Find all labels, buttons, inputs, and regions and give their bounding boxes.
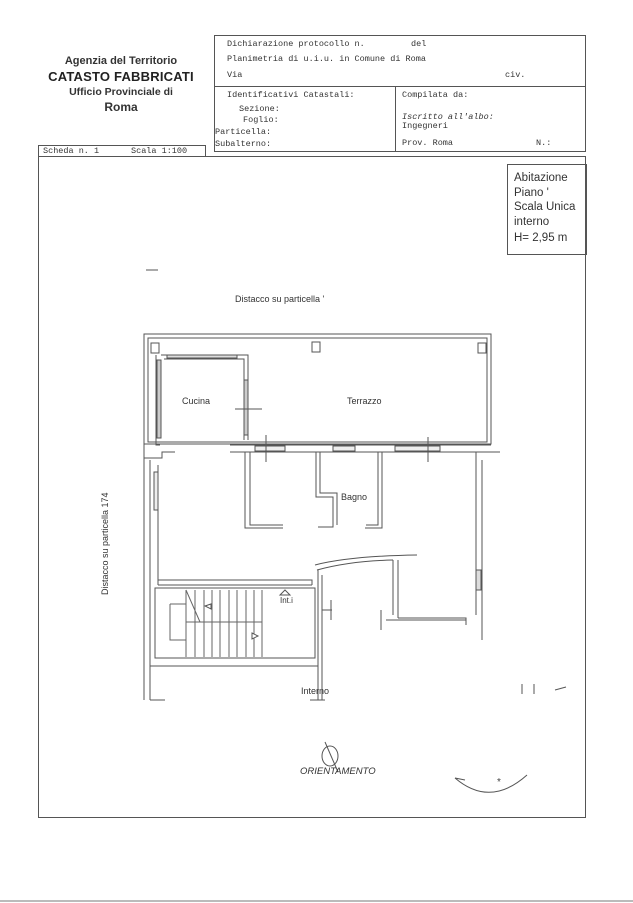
unit-info-box: Abitazione Piano ' Scala Unica interno H… (507, 164, 587, 255)
agency-name: Agenzia del Territorio (64, 55, 178, 67)
room-ingresso: Int.i (280, 596, 293, 605)
star-mark: * (497, 777, 501, 788)
declaration-box: Dichiarazione protocollo n. del Planimet… (214, 35, 586, 87)
distacco-top-label: Distacco su particella ' (235, 294, 325, 304)
unit-type: Abitazione (514, 172, 568, 184)
street-label: Via (227, 70, 243, 80)
compiled-by-label: Compilata da: (402, 90, 469, 100)
cadastral-ids-label: Identificativi Catastali: (227, 90, 355, 100)
distacco-left-label: Distacco su particella 174 (100, 492, 110, 595)
number-label: N.: (536, 138, 552, 148)
plan-frame (38, 156, 586, 818)
registered-label: Iscritto all'albo: (402, 112, 494, 122)
sheet-number: Scheda n. 1 (43, 146, 100, 156)
catasto-title: CATASTO FABBRICATI (48, 69, 194, 84)
agency-header: Agenzia del Territorio CATASTO FABBRICAT… (36, 55, 206, 114)
scale-label: Scala 1:100 (131, 146, 188, 156)
declaration-label: Dichiarazione protocollo n. (227, 39, 365, 49)
section-label: Sezione: (239, 104, 280, 114)
civic-number-label: civ. (505, 70, 526, 80)
date-label: del (411, 39, 427, 49)
registry-value: Ingegneri (402, 121, 448, 131)
compiler-box: Compilata da: Iscritto all'albo: Ingegne… (396, 87, 586, 152)
unit-height: H= 2,95 m (514, 232, 568, 244)
subaltern-label: Subalterno: (215, 139, 272, 149)
province-label: Prov. Roma (402, 138, 454, 148)
office-city: Roma (104, 100, 138, 114)
page-bottom-edge (0, 900, 633, 902)
room-cucina: Cucina (182, 396, 211, 406)
sheet-label: Foglio: (243, 115, 279, 125)
unit-interior: interno (514, 215, 550, 228)
room-terrazzo: Terrazzo (347, 396, 382, 406)
office-label: Ufficio Provinciale di (69, 86, 173, 98)
room-bagno: Bagno (341, 492, 368, 502)
cadastral-ids-box: Identificativi Catastali: Sezione: Fogli… (214, 87, 396, 152)
planimetria-label: Planimetria di u.i.u. in Comune di Roma (227, 54, 426, 64)
interno-label: Interno (301, 686, 330, 696)
unit-floor: Piano ' (514, 186, 549, 199)
parcel-label: Particella: (215, 127, 272, 137)
orientation-label: ORIENTAMENTO (300, 766, 376, 777)
unit-staircase: Scala Unica (514, 201, 576, 213)
